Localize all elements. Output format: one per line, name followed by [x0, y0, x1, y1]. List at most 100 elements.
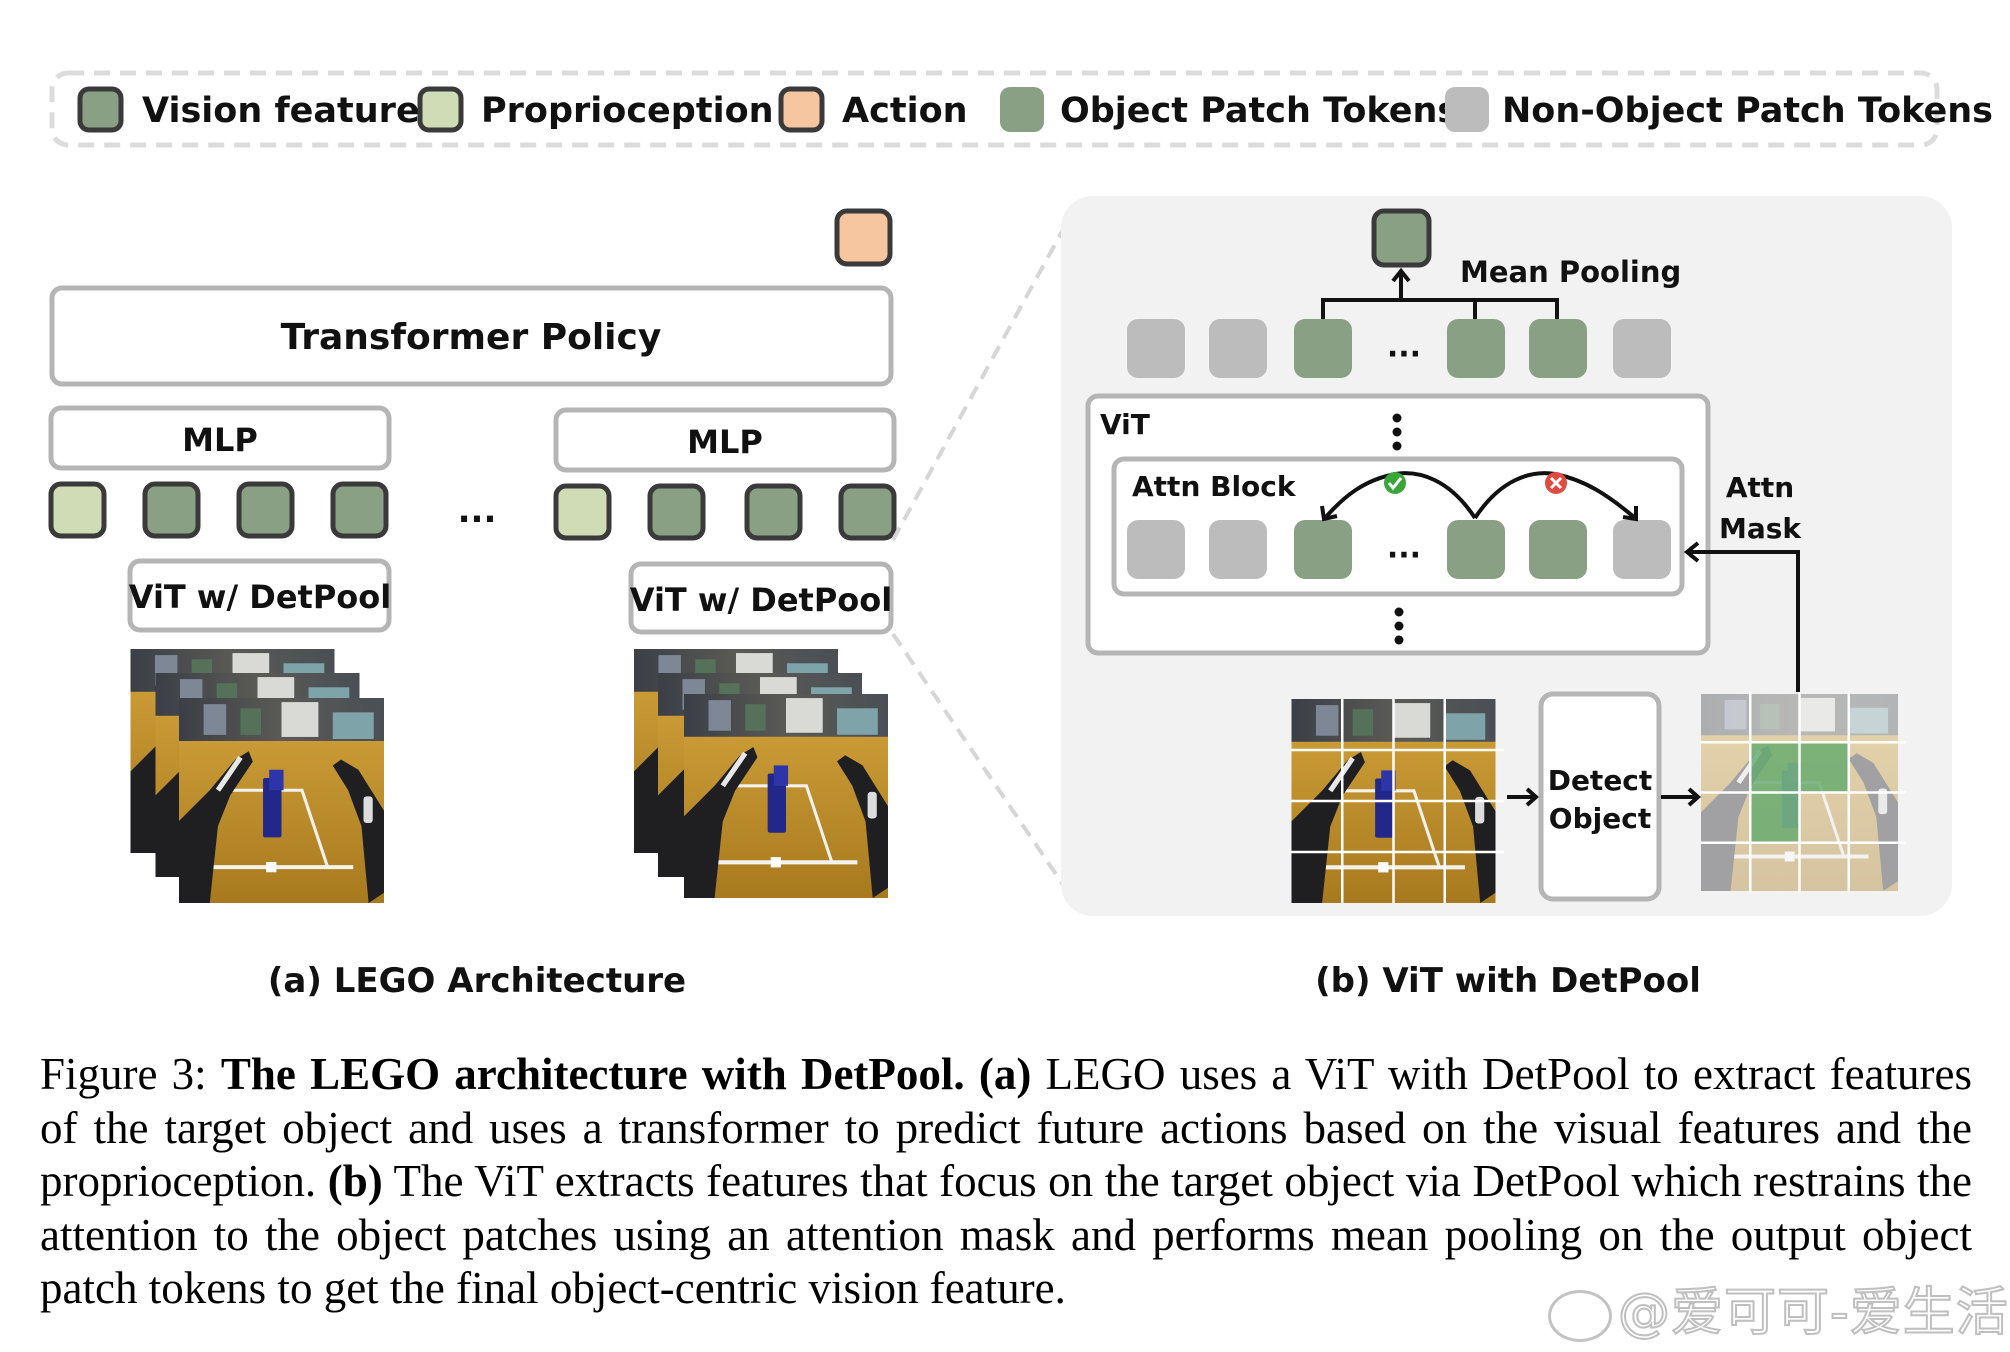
check-icon	[1384, 472, 1406, 494]
mlp-label-left: MLP	[182, 421, 258, 459]
pooled-vision-feature-token	[1371, 208, 1432, 268]
mlp-label-right: MLP	[687, 423, 763, 461]
vit-label: ViT	[1100, 408, 1150, 441]
non-object-patch-token	[1127, 520, 1185, 579]
object-patch-swatch	[1000, 87, 1044, 132]
caption-prefix: Figure 3:	[40, 1049, 221, 1099]
vit-detpool-label-right: ViT w/ DetPool	[630, 581, 892, 619]
proprioception-token	[553, 483, 612, 541]
legend-item-object-patch-tokens: Object Patch Tokens	[1000, 87, 1458, 132]
weibo-logo-icon	[1548, 1290, 1612, 1342]
vision-feature-token	[330, 481, 389, 539]
legend-item-action: Action	[778, 86, 968, 133]
vision-feature-token	[236, 481, 295, 539]
image-stack-right	[634, 649, 888, 898]
zoom-connector-top	[891, 227, 1066, 541]
vision-feature-token	[838, 483, 897, 541]
panel-b-caption: (b) ViT with DetPool	[1315, 961, 1701, 1001]
ellipsis: ...	[1387, 531, 1421, 566]
attention-mask-image	[1701, 692, 1906, 893]
object-patch-highlight	[1799, 742, 1849, 793]
action-swatch	[778, 86, 825, 133]
arrow-to-mask	[1661, 787, 1702, 807]
panel-a-caption: (a) LEGO Architecture	[268, 961, 686, 1001]
object-patch-highlight	[1750, 792, 1800, 843]
image-stack-left	[131, 649, 385, 903]
caption-part-b-text: The ViT extracts features that focus on …	[40, 1156, 1972, 1313]
non-object-patch-token	[1209, 319, 1267, 378]
caption-part-b-label: (b)	[327, 1156, 383, 1206]
vertical-ellipsis-top	[1392, 413, 1402, 451]
object-patch-highlight	[1750, 742, 1800, 793]
arrow-to-detect	[1507, 787, 1540, 807]
caption-part-a-label: (a)	[978, 1049, 1032, 1099]
detect-object-box	[1538, 691, 1662, 902]
vision-feature-token	[744, 483, 803, 541]
attn-mask-label-line2: Mask	[1719, 512, 1802, 545]
object-patch-token	[1447, 319, 1505, 378]
cross-icon	[1545, 472, 1567, 494]
proprioception-token	[48, 481, 107, 539]
legend-item-vision-feature: Vision feature	[77, 86, 420, 133]
attn-block-label: Attn Block	[1132, 470, 1297, 503]
mlp-box-right	[553, 407, 897, 473]
vit-detpool-box-right	[628, 561, 894, 635]
caption-title: The LEGO architecture with DetPool.	[220, 1049, 965, 1099]
ellipsis: ...	[458, 491, 497, 531]
non-object-patch-swatch	[1445, 87, 1489, 132]
vision-feature-token	[142, 481, 201, 539]
camera-frame	[179, 698, 384, 903]
detect-label-line2: Object	[1549, 802, 1651, 835]
object-patch-token	[1447, 520, 1505, 579]
legend-border	[49, 70, 1940, 148]
panel-b-vit-detpool: Mean Pooling ... ViT Attn Block ...	[1061, 196, 1952, 1001]
vision-feature-swatch	[77, 86, 124, 133]
non-object-patch-token	[1613, 520, 1671, 579]
vit-detpool-label-left: ViT w/ DetPool	[129, 578, 391, 616]
arrowhead	[1320, 505, 1338, 522]
ellipsis: ...	[1387, 330, 1421, 365]
legend-label: Object Patch Tokens	[1060, 91, 1458, 131]
proprioception-swatch	[417, 86, 464, 133]
output-token-row: ...	[1127, 319, 1671, 378]
legend: Vision feature Proprioception Action Obj…	[49, 70, 1993, 148]
arrowhead	[1622, 506, 1638, 522]
legend-label: Vision feature	[142, 91, 420, 131]
camera-frame	[684, 694, 888, 898]
detect-label-line1: Detect	[1548, 764, 1653, 797]
mlp-box-left	[48, 405, 392, 471]
transformer-policy-label: Transformer Policy	[281, 317, 662, 358]
object-patch-token	[1529, 520, 1587, 579]
attn-mask-label-line1: Attn	[1726, 471, 1794, 504]
mean-pooling-label: Mean Pooling	[1460, 255, 1681, 289]
non-object-patch-token	[1127, 319, 1185, 378]
legend-label: Proprioception	[481, 91, 774, 131]
non-object-patch-token	[1613, 319, 1671, 378]
vision-feature-token	[647, 483, 706, 541]
zoom-connector-bottom	[891, 632, 1066, 888]
token-row-right	[553, 483, 897, 541]
legend-item-non-object-patch-tokens: Non-Object Patch Tokens	[1445, 87, 1993, 132]
watermark: @爱可可-爱生活	[1548, 1270, 2009, 1345]
figure-caption: Figure 3: The LEGO architecture with Det…	[40, 1048, 1972, 1316]
panel-a-lego-architecture: Transformer Policy MLP ViT w/ DetPool ..…	[48, 208, 897, 1001]
legend-item-proprioception: Proprioception	[417, 86, 774, 133]
caption-part-a-text: LEGO uses a ViT with DetPool to extract …	[40, 1049, 1972, 1206]
mean-pooling-connector	[1321, 267, 1559, 319]
legend-label: Action	[842, 91, 968, 131]
attn-mask-arrow	[1683, 541, 1800, 692]
watermark-text: @爱可可-爱生活	[1617, 1282, 2009, 1344]
vertical-ellipsis-bottom	[1394, 607, 1404, 645]
attn-token-row: ...	[1127, 520, 1671, 579]
non-object-patch-token	[1209, 520, 1267, 579]
object-patch-token	[1294, 319, 1352, 378]
action-token	[834, 208, 893, 267]
vit-detpool-box-left	[127, 558, 392, 633]
object-patch-token	[1529, 319, 1587, 378]
object-patch-token	[1294, 520, 1352, 579]
patch-grid-image	[1291, 699, 1504, 903]
legend-label: Non-Object Patch Tokens	[1502, 91, 1993, 131]
token-row-left	[48, 481, 389, 539]
transformer-policy-box	[49, 285, 894, 387]
